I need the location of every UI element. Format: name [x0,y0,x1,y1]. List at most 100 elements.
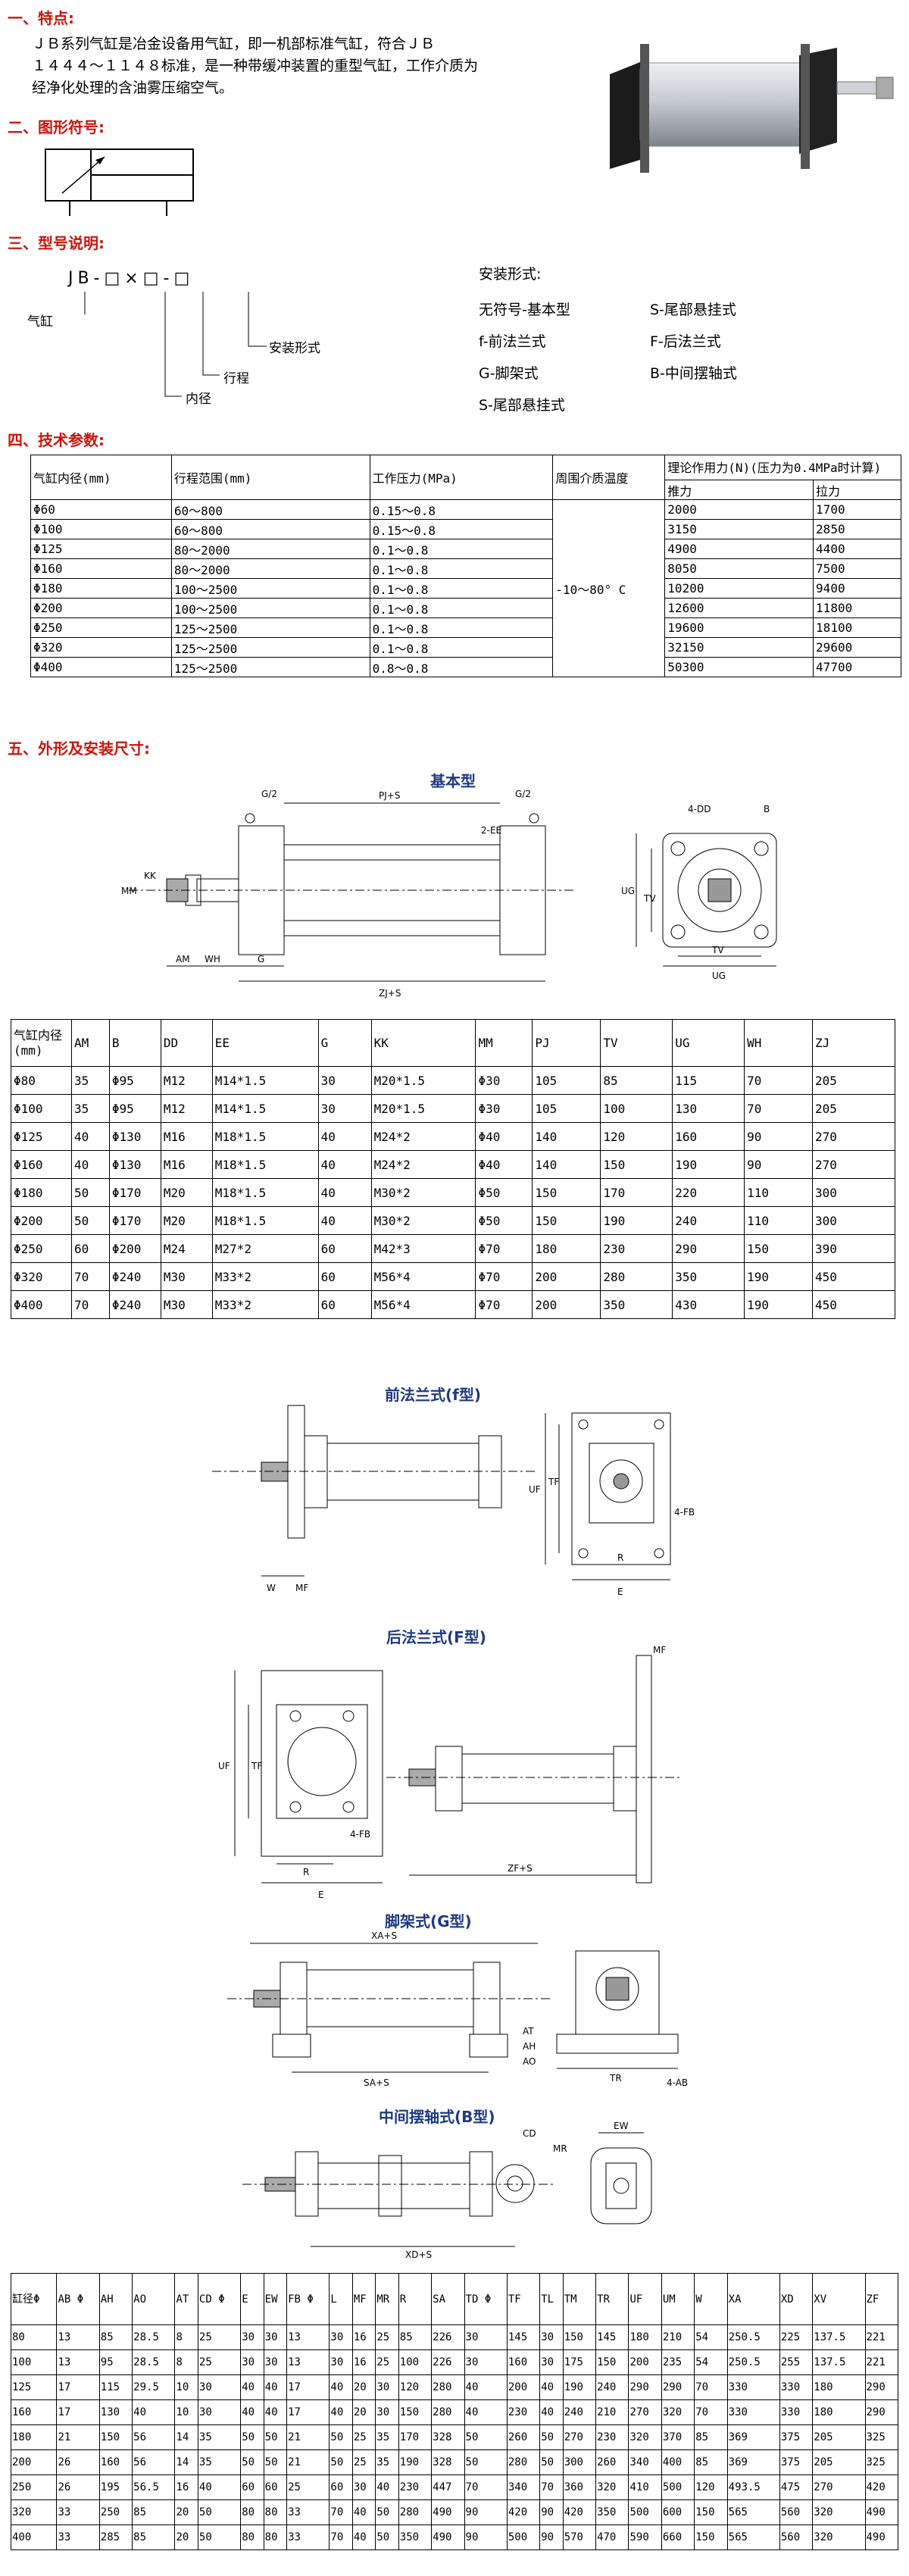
table-cell: 28.5 [132,2349,176,2375]
table-cell: 200 [506,2374,541,2400]
dim-label: AT [523,2026,534,2037]
table-cell: 14 [174,2424,198,2450]
table-cell: 21 [286,2449,330,2475]
table-cell: 369 [726,2449,780,2475]
table-cell: 30 [317,1094,372,1123]
mount-title: 安装形式: [479,266,542,283]
table-cell: 260 [506,2424,541,2450]
table-cell: Φ320 [11,1262,72,1291]
dim-label: G/2 [515,789,531,799]
table-cell: 210 [595,2399,629,2425]
table-header: FB Φ [286,2273,330,2325]
table-cell: Φ400 [30,657,172,677]
table-cell: 200 [532,1290,601,1319]
table-cell: 90 [464,2524,508,2550]
dim-label: R [617,1552,623,1563]
table-cell: 493.5 [726,2474,780,2500]
table-cell: 250 [10,2474,58,2500]
table-cell: 190 [744,1262,813,1291]
table-header: MR [375,2273,399,2325]
table-cell: 90 [464,2499,508,2525]
table-header: UM [661,2273,695,2325]
dim-label: SA+S [364,2077,389,2088]
table-header: AM [70,1019,110,1067]
table-header: R [398,2273,433,2325]
dim-label: EW [614,2121,629,2131]
table-cell: 145 [595,2324,629,2350]
table-cell: 0.1～0.8 [369,617,554,638]
table-cell: 0.15～0.8 [369,499,554,520]
dim-label: E [617,1587,623,1597]
drawing-title-foot: 脚架式(G型) [385,1912,472,1930]
table-cell: 270 [812,2474,866,2500]
table-cell: Φ240 [108,1290,161,1319]
table-cell: 115 [98,2374,133,2400]
table-cell: 21 [56,2424,100,2450]
dim-label: WH [205,954,220,964]
dim-label: ZJ+S [379,988,401,999]
model-code: JB-□×□-□ [68,269,195,288]
table-cell: 221 [864,2324,898,2350]
table-cell: M16 [160,1122,213,1151]
dim-label: AM [176,954,190,964]
table-cell: 85 [398,2324,433,2350]
table-cell: 200 [10,2449,58,2475]
table-cell: 60～800 [170,499,370,520]
table-cell: 255 [779,2349,814,2375]
dim-label: R [303,1867,309,1877]
table-cell: 240 [595,2374,629,2400]
table-cell: 85 [132,2499,176,2525]
table-cell: 375 [779,2424,814,2450]
table-cell: 40 [539,2399,564,2425]
table-cell: 565 [726,2524,780,2550]
table-cell: 30 [464,2324,508,2350]
table-cell: 40 [240,2399,264,2425]
table-cell: 40 [539,2374,564,2400]
table-cell: 16 [174,2474,198,2500]
table-cell: 40 [197,2474,242,2500]
table-cell: 50 [197,2499,242,2525]
table-cell: 25 [197,2349,242,2375]
table-cell: 70 [744,1066,813,1095]
table-cell: 25 [375,2349,399,2375]
table-cell: 340 [506,2474,541,2500]
table-cell: 500 [628,2499,662,2525]
table-cell: 40 [240,2374,264,2400]
table-cell: 369 [726,2424,780,2450]
table-cell: 328 [431,2424,465,2450]
table-cell: 290 [672,1234,745,1263]
table-cell: 230 [398,2474,433,2500]
table-cell: Φ30 [475,1094,533,1123]
table-header: WH [744,1019,813,1067]
table-cell: 17 [286,2399,330,2425]
table-cell: 54 [694,2349,728,2375]
table-cell: 12600 [664,598,814,618]
table-cell: 85 [600,1066,673,1095]
table-cell: M24 [160,1234,213,1263]
tech-header: 工作压力(MPa) [369,455,554,500]
table-cell: 137.5 [812,2349,866,2375]
table-cell: Φ240 [108,1262,161,1291]
table-cell: 120 [600,1122,673,1151]
table-cell: 220 [672,1178,745,1207]
table-cell: 2850 [813,519,901,539]
table-cell: 50 [539,2424,564,2450]
table-cell: 110 [744,1178,813,1207]
tech-header: 行程范围(mm) [170,455,370,500]
mount-option: S-尾部悬挂式 [650,302,736,318]
table-cell: 170 [600,1178,673,1207]
table-cell: 80～2000 [170,539,370,559]
table-cell: 475 [779,2474,814,2500]
table-cell: 90 [744,1122,813,1151]
dim-label: XD+S [405,2249,432,2260]
tech-header: 周围介质温度 [552,455,666,500]
table-cell: 150 [562,2324,597,2350]
cylinder-photo [610,44,894,173]
temperature-cell: -10～80° C [552,499,666,677]
dim-label: E [318,1890,324,1900]
model-leader-lines [84,292,267,397]
